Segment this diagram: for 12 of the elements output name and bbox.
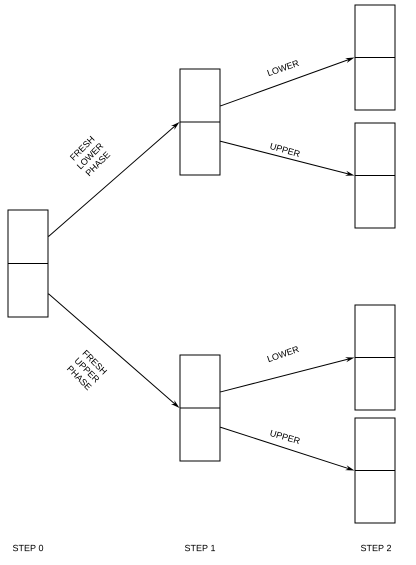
tube-drawing bbox=[7, 210, 49, 318]
edge-label: UPPER bbox=[268, 428, 302, 446]
step-label: STEP 1 bbox=[184, 544, 216, 552]
edge-label: UPPER bbox=[268, 141, 302, 159]
tube-drawing bbox=[179, 68, 221, 176]
step-label: STEP 2 bbox=[360, 544, 392, 552]
step-label: STEP 0 bbox=[12, 544, 44, 552]
tube-drawing bbox=[179, 354, 221, 462]
tube-drawing bbox=[354, 122, 396, 228]
tube-drawing bbox=[354, 304, 396, 410]
tube-drawing bbox=[354, 4, 396, 110]
tube-drawing bbox=[354, 418, 396, 524]
